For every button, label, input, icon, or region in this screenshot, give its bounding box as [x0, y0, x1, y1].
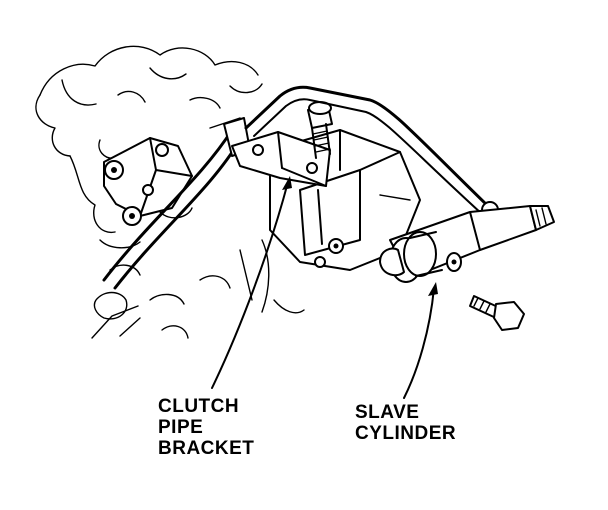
slave-cylinder-label: SLAVE CYLINDER: [355, 402, 456, 444]
label-line: PIPE: [158, 417, 204, 438]
label-line: SLAVE: [355, 402, 420, 423]
engine-block-outline: [35, 45, 305, 339]
engine-mount-bracket: [103, 137, 193, 226]
slave-cylinder-bolt-icon: [469, 295, 525, 331]
label-line: CLUTCH: [158, 396, 240, 417]
label-line: BRACKET: [158, 438, 255, 459]
clutch-pipe-bracket-label: CLUTCH PIPE BRACKET: [158, 396, 254, 459]
bracket-bolt-icon: [307, 101, 333, 159]
label-line: CYLINDER: [355, 423, 457, 444]
leader-lines: [211, 176, 438, 399]
slave-cylinder: [379, 205, 555, 283]
clutch-pipe-bracket: [231, 131, 331, 187]
